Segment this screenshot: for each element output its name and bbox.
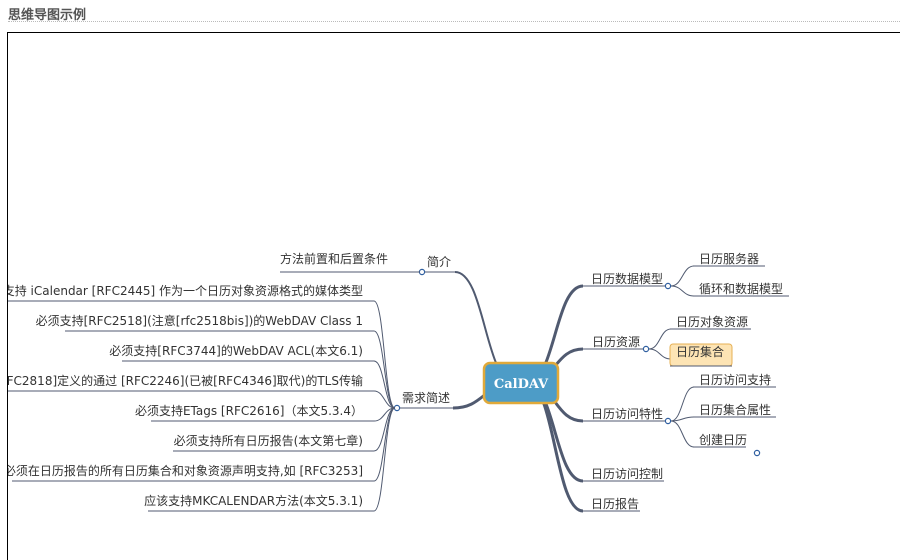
collapse-handle[interactable] [418,268,426,276]
child-connector [373,360,396,409]
child-node-label[interactable]: 日历服务器 [699,251,759,266]
branch-requirements-label[interactable]: 需求简述 [402,391,450,405]
child-node-label[interactable]: 方法前置和后置条件 [280,251,388,266]
branch-1-label[interactable]: 日历数据模型 [591,271,663,286]
child-node-label[interactable]: 创建日历 [699,433,747,447]
child-connector [373,330,396,409]
requirement-item-label[interactable]: 必须支持 iCalendar [RFC2445] 作为一个日历对象资源格式的媒体… [8,283,363,298]
branch-3-label[interactable]: 日历访问特性 [591,406,663,421]
child-node-label[interactable]: 日历访问支持 [699,372,771,387]
mindmap-canvas[interactable]: 日历数据模型日历服务器循环和数据模型日历资源日历对象资源日历集合日历访问特性日历… [7,32,900,560]
branch-2-label[interactable]: 日历资源 [592,335,640,349]
branch-5-label[interactable]: 日历报告 [591,496,639,511]
root-node[interactable] [482,361,560,405]
child-connector [373,407,396,512]
requirement-item-label[interactable]: 应该支持MKCALENDAR方法(本文5.3.1) [144,493,363,508]
child-node-label[interactable]: 循环和数据模型 [699,281,783,296]
child-connector [373,300,396,409]
child-connector [373,407,396,482]
child-connector [648,348,672,360]
child-connector [670,416,695,422]
collapse-handle[interactable] [664,282,672,290]
branch-4-label[interactable]: 日历访问控制 [591,467,663,481]
requirement-item-label[interactable]: 必须在日历报告的所有日历集合和对象资源声明支持,如 [RFC3253] [8,463,363,478]
mindmap-svg: 日历数据模型日历服务器循环和数据模型日历资源日历对象资源日历集合日历访问特性日历… [8,251,789,513]
child-connector [648,328,672,350]
child-connector [670,285,695,297]
child-connector [670,386,695,422]
requirement-item-label[interactable]: 必须支持所有日历报告(本文第七章) [174,433,363,448]
requirement-item-label[interactable]: 必须支持[RFC3744]的WebDAV ACL(本文6.1) [109,343,363,358]
collapse-handle[interactable] [393,404,401,412]
child-node-label[interactable]: 日历集合 [676,344,724,359]
page-title: 思维导图示例 [8,8,87,23]
expand-handle[interactable] [753,449,761,457]
requirement-item-label[interactable]: 必须支持ETags [RFC2616]（本文5.3.4） [135,403,363,418]
collapse-handle[interactable] [664,417,672,425]
child-connector [670,265,695,287]
requirement-item-label[interactable]: 必须支持[RFC2518](注意[rfc2518bis])的WebDAV Cla… [36,313,363,328]
root-node-label[interactable]: CalDAV [494,377,549,392]
child-connector [670,420,695,448]
collapse-handle[interactable] [642,345,650,353]
requirement-item-label[interactable]: 必须支持 [RFC2818]定义的通过 [RFC2246](已被[RFC4346… [8,373,363,388]
child-connector [373,390,396,409]
child-node-label[interactable]: 日历集合属性 [699,402,771,417]
child-node-label[interactable]: 日历对象资源 [676,315,748,329]
branch-intro-label[interactable]: 简介 [427,255,451,269]
title-divider [8,21,900,22]
